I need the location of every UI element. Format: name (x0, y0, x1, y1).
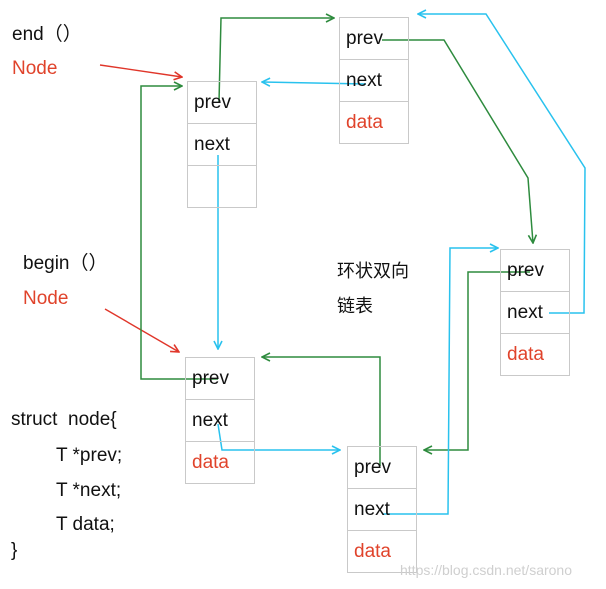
node-prev-field: prev (339, 17, 409, 60)
node-data-field: data (347, 531, 417, 573)
prev-link-n5-to-n4 (424, 271, 530, 450)
end-node-label: Node (12, 58, 58, 79)
end-pointer-arrow (99, 64, 182, 77)
next-link-n3-to-n4 (217, 423, 340, 450)
node-prev-field: prev (347, 446, 417, 489)
begin-pointer-arrow (104, 308, 179, 352)
node-prev-field: prev (187, 81, 257, 124)
node-next-field: next (185, 400, 255, 442)
prev-link-n3-to-n2 (140, 86, 218, 380)
next-link-n5-to-n1 (418, 14, 586, 314)
node-prev-field: prev (500, 249, 570, 292)
list-node-2: prev next (187, 81, 257, 208)
code-close-brace: } (11, 540, 18, 561)
prev-link-n1-to-n5 (382, 39, 533, 243)
begin-function-label: begin（） (23, 253, 108, 274)
next-link-n1-to-n2 (262, 82, 367, 84)
diagram-title-line1: 环状双向 (337, 261, 409, 281)
node-empty-field (187, 166, 257, 208)
code-prev-line: T *prev; (56, 445, 123, 466)
list-node-4: prev next data (347, 446, 417, 573)
node-next-field: next (187, 124, 257, 166)
begin-node-label: Node (23, 288, 69, 309)
node-next-field: next (500, 292, 570, 334)
node-data-field: data (185, 442, 255, 484)
prev-link-n4-to-n3 (262, 357, 381, 466)
list-node-3: prev next data (185, 357, 255, 484)
list-node-1: prev next data (339, 17, 409, 144)
node-next-field: next (347, 489, 417, 531)
watermark-text: https://blog.csdn.net/sarono (400, 562, 572, 578)
node-next-field: next (339, 60, 409, 102)
list-node-5: prev next data (500, 249, 570, 376)
end-function-label: end（） (12, 24, 82, 45)
prev-link-n2-to-n1 (218, 18, 334, 103)
code-next-line: T *next; (56, 480, 122, 501)
node-data-field: data (339, 102, 409, 144)
code-struct-line: struct node{ (11, 409, 117, 430)
code-data-line: T data; (56, 514, 115, 535)
node-data-field: data (500, 334, 570, 376)
next-link-n4-to-n5 (383, 248, 498, 515)
node-prev-field: prev (185, 357, 255, 400)
diagram-title-line2: 链表 (337, 296, 373, 316)
